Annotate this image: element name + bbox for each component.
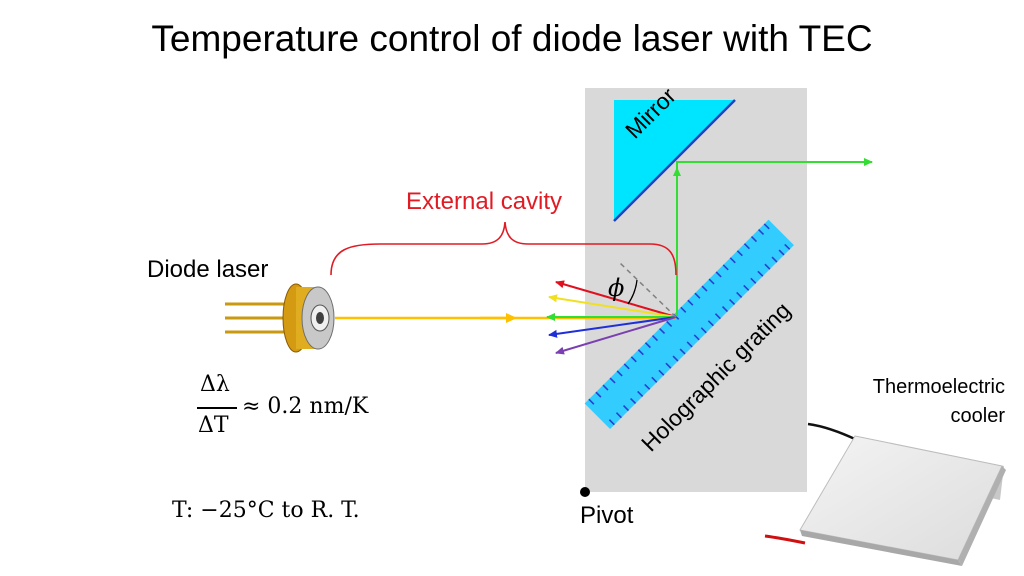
mirror-surface <box>613 99 736 222</box>
holographic-grating <box>584 219 794 429</box>
external-cavity-label: External cavity <box>406 188 563 215</box>
diode-laser-icon <box>225 283 335 353</box>
external-cavity-brace <box>330 221 677 276</box>
tec-wire-black <box>807 422 858 442</box>
tec-wire-red <box>764 534 806 545</box>
grating-normal <box>619 262 677 318</box>
output-beam <box>676 158 873 316</box>
temperature-range: T: −25°C to R. T. <box>172 498 360 523</box>
angle-arc <box>627 279 638 305</box>
fraction-bar <box>197 407 237 409</box>
tec-label-line1: Thermoelectric <box>872 376 1005 398</box>
equation-numerator: Δλ <box>200 372 230 397</box>
equation-rhs: ≈ 0.2 nm/K <box>242 394 369 419</box>
slide-title: Temperature control of diode laser with … <box>151 18 873 59</box>
pivot-dot <box>580 487 590 497</box>
diffracted-red <box>555 280 677 318</box>
tec-label-line2: cooler <box>950 405 1005 427</box>
diode-laser-label: Diode laser <box>147 256 269 283</box>
grating-lines <box>588 223 791 426</box>
tec-module <box>764 422 1006 566</box>
diffracted-blue <box>548 316 677 338</box>
diffracted-purple <box>555 316 677 355</box>
pivot-label: Pivot <box>580 502 634 529</box>
angle-phi-label: ϕ <box>608 274 625 302</box>
diffracted-yellow <box>548 294 677 318</box>
equation-denominator: ΔT <box>198 413 229 438</box>
